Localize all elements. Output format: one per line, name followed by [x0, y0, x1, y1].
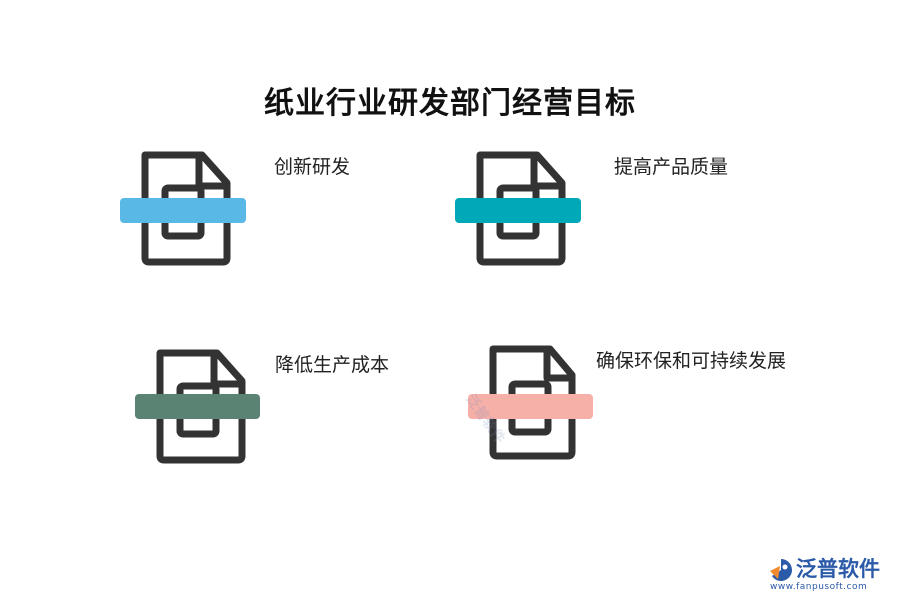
color-band — [455, 198, 581, 223]
goal-label-cost: 降低生产成本 — [275, 354, 390, 376]
goal-label-sustainability: 确保环保和可持续发展 — [596, 350, 787, 372]
goal-card-cost — [135, 349, 265, 465]
goal-label-quality: 提高产品质量 — [614, 156, 729, 178]
page-title: 纸业行业研发部门经营目标 — [264, 86, 636, 121]
goal-card-quality — [455, 151, 585, 267]
document-icon — [455, 151, 581, 266]
fanpu-logo-icon — [770, 559, 792, 581]
brand-name: 泛普软件 — [796, 557, 880, 581]
brand-url: www.fanpusoft.com — [770, 582, 868, 592]
goal-card-innovation — [120, 151, 250, 267]
document-icon — [120, 151, 246, 266]
document-icon — [468, 345, 593, 460]
goal-label-innovation: 创新研发 — [274, 156, 351, 178]
color-band — [468, 394, 593, 419]
brand-logo: 泛普软件 www.fanpusoft.com — [768, 553, 893, 597]
color-band — [135, 394, 260, 419]
goal-card-sustainability — [468, 345, 598, 461]
color-band — [120, 198, 246, 223]
document-icon — [135, 349, 260, 464]
